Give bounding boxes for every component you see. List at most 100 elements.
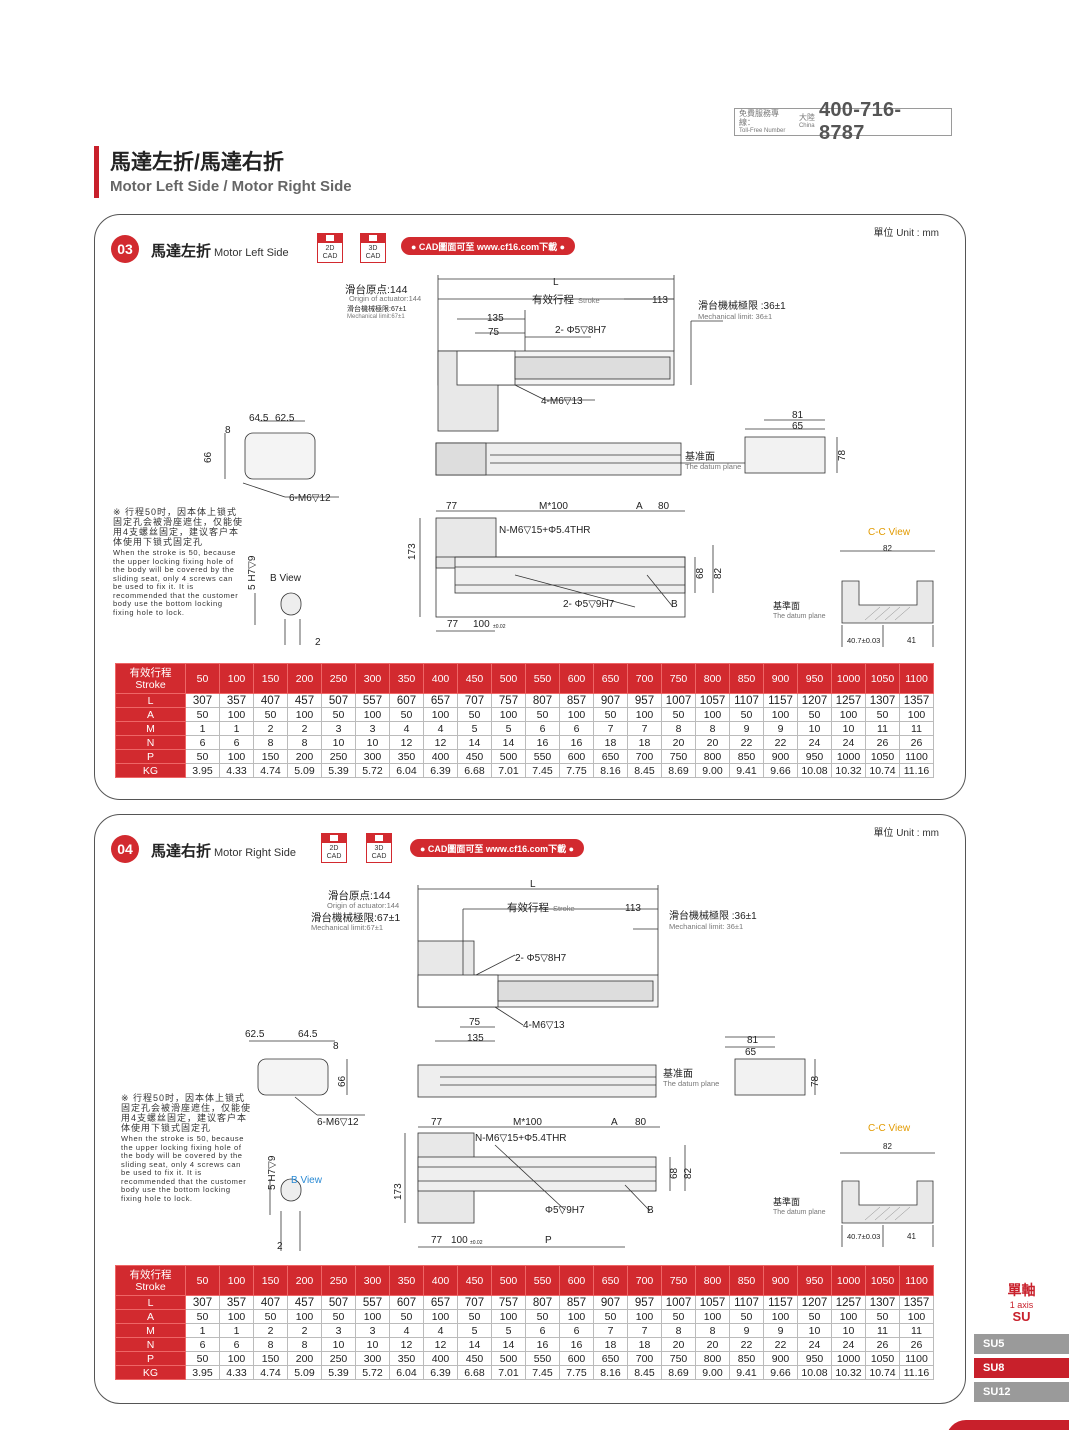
stroke-column-header: 950 [797, 663, 832, 694]
table-cell: 557 [355, 1295, 390, 1310]
svg-text:82: 82 [683, 1167, 694, 1179]
table-cell: 50 [321, 1309, 356, 1324]
table-cell: 807 [525, 693, 560, 708]
stroke-column-header: 50 [185, 1265, 220, 1296]
svg-text:M*100: M*100 [513, 1117, 542, 1128]
svg-text:62.5: 62.5 [245, 1029, 265, 1040]
tab-su8[interactable]: SU8 [974, 1358, 1069, 1378]
stroke-column-header: 700 [627, 1265, 662, 1296]
table-cell: 8 [695, 721, 730, 736]
svg-text:2: 2 [315, 637, 321, 648]
svg-text:滑台機械極限:67±1: 滑台機械極限:67±1 [311, 911, 400, 924]
tab-su12[interactable]: SU12 [974, 1382, 1069, 1402]
table-cell: 24 [797, 735, 832, 750]
table-cell: 24 [831, 1337, 866, 1352]
table-cell: 8 [661, 721, 696, 736]
table-cell: 6 [525, 1323, 560, 1338]
stroke-column-header: 750 [661, 1265, 696, 1296]
svg-text:滑台機械極限 :36±1: 滑台機械極限 :36±1 [669, 909, 757, 922]
table-cell: 6 [219, 1337, 254, 1352]
table-cell: 100 [355, 1309, 390, 1324]
stroke-column-header: 150 [253, 663, 288, 694]
row-label: P [115, 749, 186, 764]
table-cell: 450 [457, 749, 492, 764]
stroke-column-header: 1000 [831, 663, 866, 694]
table-cell: 1357 [899, 1295, 934, 1310]
table-cell: 9.00 [695, 763, 730, 778]
table-cell: 607 [389, 1295, 424, 1310]
svg-text:8: 8 [333, 1041, 339, 1052]
svg-text:64.5: 64.5 [249, 413, 269, 424]
motor-left-drawing: L 滑台原点:144 Origin of actuator:144 滑台機械極限… [203, 275, 935, 648]
table-cell: 9 [763, 1323, 798, 1338]
table-cell: 24 [797, 1337, 832, 1352]
table-cell: 7 [627, 1323, 662, 1338]
stroke-column-header: 900 [763, 1265, 798, 1296]
table-cell: 50 [253, 1309, 288, 1324]
svg-text:81: 81 [792, 410, 804, 421]
stroke-column-header: 300 [355, 1265, 390, 1296]
table-cell: 50 [253, 707, 288, 722]
table-cell: 550 [525, 1351, 560, 1366]
svg-text:基準面: 基準面 [773, 1196, 800, 1207]
stroke-column-header: 550 [525, 1265, 560, 1296]
svg-text:基准面: 基准面 [685, 450, 715, 463]
table-cell: 5.09 [287, 1365, 322, 1380]
table-cell: 7.01 [491, 763, 526, 778]
table-cell: 1107 [729, 1295, 764, 1310]
svg-text:±0.02: ±0.02 [493, 624, 506, 630]
table-cell: 50 [389, 707, 424, 722]
stroke-column-header: 150 [253, 1265, 288, 1296]
svg-text:6-M6▽12: 6-M6▽12 [317, 1117, 359, 1128]
table-cell: 900 [763, 749, 798, 764]
table-cell: 10 [321, 1337, 356, 1352]
table-cell: 11.16 [899, 1365, 934, 1380]
table-cell: 1157 [763, 693, 798, 708]
svg-text:41: 41 [907, 1232, 916, 1241]
stroke-column-header: 450 [457, 663, 492, 694]
table-cell: 450 [457, 1351, 492, 1366]
table-cell: 650 [593, 749, 628, 764]
tab-su5[interactable]: SU5 [974, 1334, 1069, 1354]
svg-text:41: 41 [907, 636, 916, 645]
table-cell: 2 [253, 721, 288, 736]
stroke-column-header: 800 [695, 1265, 730, 1296]
table-cell: 16 [525, 1337, 560, 1352]
svg-text:C-C View: C-C View [868, 1123, 911, 1134]
table-cell: 100 [831, 1309, 866, 1324]
table-cell: 100 [695, 707, 730, 722]
stroke-column-header: 200 [287, 663, 322, 694]
table-cell: 100 [559, 1309, 594, 1324]
table-cell: 14 [491, 735, 526, 750]
table-cell: 8 [253, 735, 288, 750]
table-cell: 22 [729, 1337, 764, 1352]
svg-text:2: 2 [277, 1241, 283, 1252]
table-cell: 750 [661, 749, 696, 764]
table-cell: 50 [865, 1309, 900, 1324]
table-cell: 957 [627, 693, 662, 708]
svg-text:B: B [671, 599, 678, 610]
hotline-number[interactable]: 400-716-8787 [818, 99, 902, 144]
page-corner-accent [946, 1420, 1069, 1430]
table-cell: 50 [525, 707, 560, 722]
stroke-column-header: 300 [355, 663, 390, 694]
table-cell: 9 [729, 721, 764, 736]
table-cell: 1257 [831, 693, 866, 708]
table-cell: 14 [491, 1337, 526, 1352]
table-cell: 5.09 [287, 763, 322, 778]
stroke-column-header: 600 [559, 663, 594, 694]
table-cell: 2 [253, 1323, 288, 1338]
table-cell: 18 [627, 735, 662, 750]
table-cell: 1357 [899, 693, 934, 708]
table-cell: 100 [627, 707, 662, 722]
table-cell: 14 [457, 735, 492, 750]
table-cell: 11 [865, 1323, 900, 1338]
table-cell: 5.72 [355, 763, 390, 778]
cad-download-link[interactable]: ● CAD圖面可至 www.cf16.com下載 ● [410, 839, 585, 857]
cad-download-link[interactable]: ● CAD圖面可至 www.cf16.com下載 ● [401, 237, 576, 255]
